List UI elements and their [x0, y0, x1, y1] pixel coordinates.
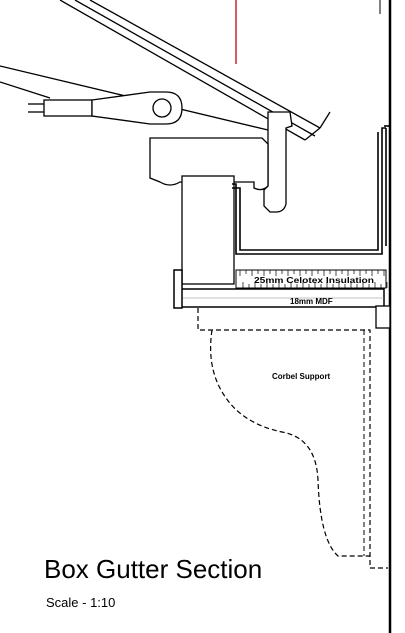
wall-block — [375, 305, 391, 329]
drawing-scale: Scale - 1:10 — [46, 595, 116, 610]
insulation-layer — [235, 269, 388, 289]
barge-board — [149, 137, 269, 191]
corbel-support — [197, 308, 388, 569]
gutter-liner — [232, 125, 390, 255]
insulation-label: 25mm Celotex Insulation — [254, 276, 374, 285]
drawing-title: Box Gutter Section — [44, 554, 263, 584]
support-post — [181, 175, 235, 285]
fascia-board — [263, 111, 293, 213]
corbel-label: Corbel Support — [272, 372, 331, 381]
mdf-label: 18mm MDF — [290, 297, 333, 306]
mdf-board — [173, 269, 385, 309]
bracket-arm — [28, 91, 183, 125]
